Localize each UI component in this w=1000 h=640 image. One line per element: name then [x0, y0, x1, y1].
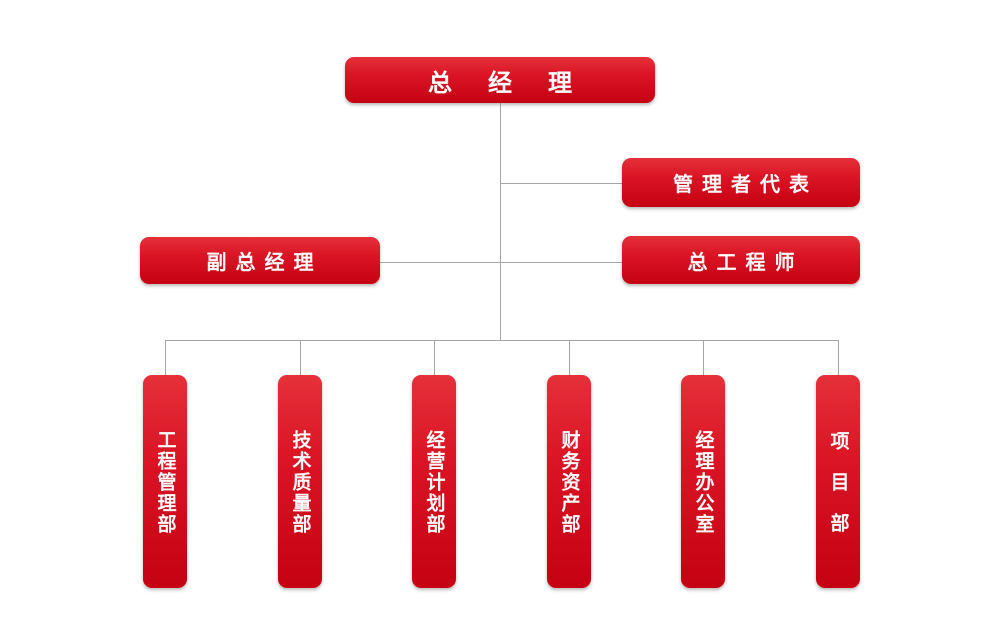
node-management-representative: 管理者代表	[622, 158, 860, 207]
connector-drop-dept-3	[569, 340, 570, 375]
connector-drop-dept-2	[434, 340, 435, 375]
node-dept-technical-quality: 技术质量部	[278, 375, 322, 588]
node-dept-technical-quality-label: 技术质量部	[289, 430, 311, 535]
node-chief-engineer: 总工程师	[622, 236, 860, 284]
connector-drop-dept-0	[165, 340, 166, 375]
connector-deputy-to-chief-engineer	[380, 262, 622, 263]
node-dept-project-label: 项目部	[827, 431, 849, 554]
node-general-manager: 总经理	[345, 57, 655, 103]
connector-drop-dept-5	[838, 340, 839, 375]
node-dept-business-planning-label: 经营计划部	[423, 430, 445, 535]
connector-drop-dept-1	[300, 340, 301, 375]
node-dept-engineering-management: 工程管理部	[143, 375, 187, 588]
node-deputy-general-manager-label: 副总经理	[206, 252, 323, 274]
node-management-representative-label: 管理者代表	[673, 174, 818, 196]
connector-trunk	[500, 103, 501, 340]
node-chief-engineer-label: 总工程师	[687, 251, 804, 274]
node-dept-business-planning: 经营计划部	[412, 375, 456, 588]
node-dept-engineering-management-label: 工程管理部	[154, 430, 176, 535]
node-deputy-general-manager: 副总经理	[140, 237, 380, 284]
node-dept-finance-assets: 财务资产部	[547, 375, 591, 588]
node-dept-finance-assets-label: 财务资产部	[558, 430, 580, 535]
node-dept-manager-office: 经理办公室	[681, 375, 725, 588]
node-general-manager-label: 总经理	[428, 69, 608, 97]
node-dept-project: 项目部	[816, 375, 860, 588]
connector-drop-dept-4	[703, 340, 704, 375]
node-dept-manager-office-label: 经理办公室	[692, 430, 714, 535]
connector-to-management-representative	[500, 183, 622, 184]
connector-department-bus	[165, 340, 838, 341]
